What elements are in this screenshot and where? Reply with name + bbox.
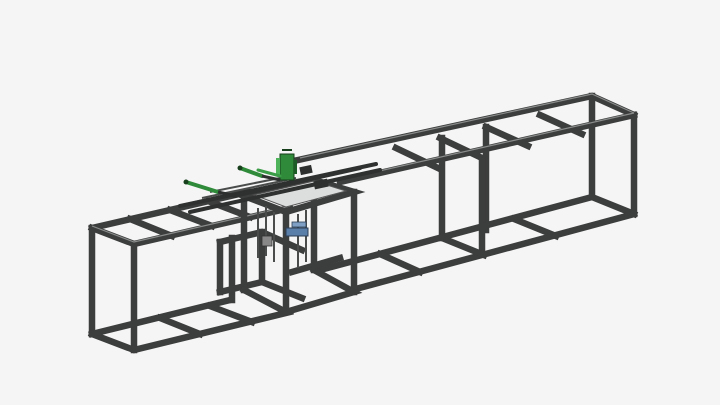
green-vertical-actuator <box>279 153 295 181</box>
left-frame-posts <box>88 224 138 354</box>
left-frame-bottom-rail <box>87 308 294 354</box>
green-actuators <box>183 149 297 198</box>
right-frame-bottom-crossbars <box>375 214 561 277</box>
blue-cylinder <box>285 227 309 237</box>
green-cylinder-3 <box>256 168 282 178</box>
left-frame-bottom-crossbars <box>155 301 257 339</box>
right-frame-top-crossbars <box>391 110 587 173</box>
green-cylinder-2 <box>237 165 264 178</box>
top-rail-assembly <box>178 162 382 214</box>
internal-mechanism <box>257 206 309 268</box>
right-frame-assembly <box>294 92 639 294</box>
center-subframe <box>216 228 307 304</box>
right-frame-bottom-back-rail <box>316 193 639 274</box>
right-frame-posts <box>438 92 638 254</box>
right-frame-bottom-front-rail <box>348 210 638 294</box>
green-cylinder-1 <box>183 179 220 194</box>
